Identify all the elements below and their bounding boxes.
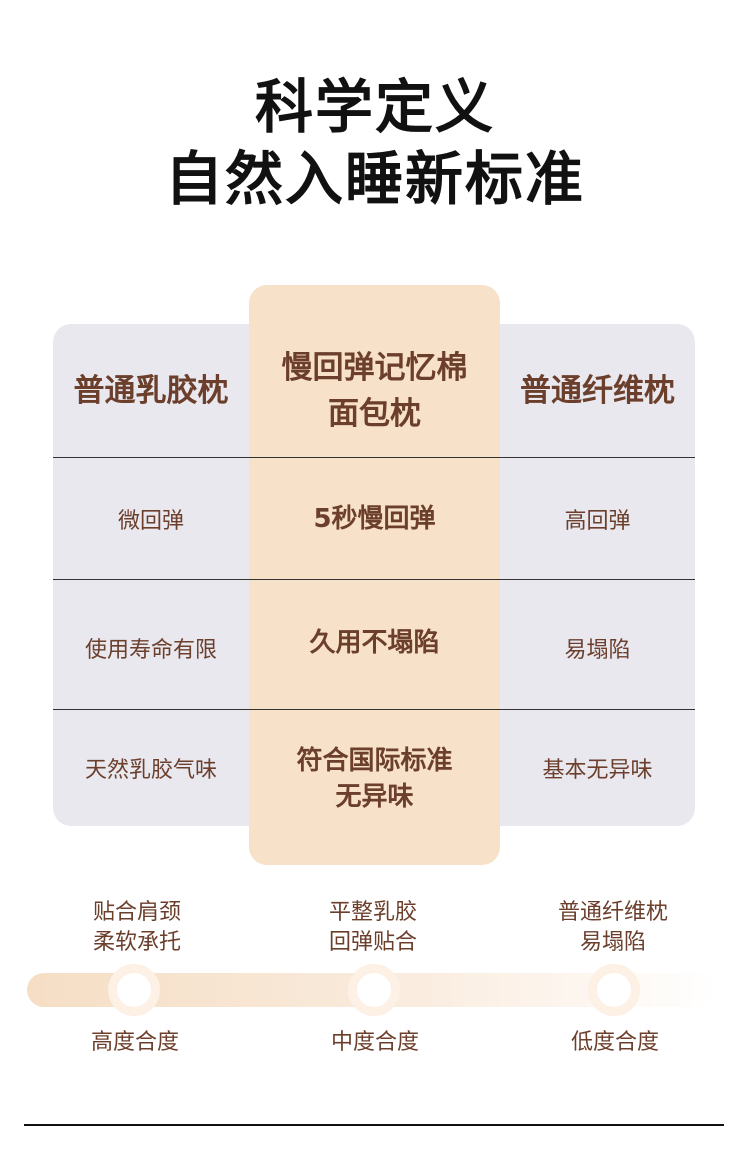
divider: [53, 457, 695, 458]
divider: [53, 709, 695, 710]
scale-top-label: 平整乳胶回弹贴合: [253, 898, 493, 958]
scale-dot: [588, 964, 640, 1016]
scale-dot: [348, 964, 400, 1016]
header-latex-pillow: 普通乳胶枕: [73, 372, 229, 409]
header-fiber-pillow: 普通纤维枕: [520, 372, 675, 409]
label-line: 普通纤维枕: [557, 900, 668, 925]
header-line: 慢回弹记忆棉: [281, 349, 468, 386]
cell-line: 符合国际标准: [296, 746, 453, 776]
divider: [53, 579, 695, 580]
label-line: 平整乳胶: [328, 900, 417, 925]
cell-highlight: 5秒慢回弹: [313, 503, 436, 534]
scale-bottom-label: 中度合度: [330, 1030, 419, 1055]
header-memory-foam-pillow: 慢回弹记忆棉 面包枕: [249, 324, 500, 457]
scale-top-label: 普通纤维枕易塌陷: [493, 898, 733, 958]
cell: 高回弹: [564, 508, 631, 534]
cell: 使用寿命有限: [84, 638, 217, 663]
cell: 基本无异味: [542, 758, 653, 783]
cell: 易塌陷: [564, 638, 631, 663]
label-line: 柔软承托: [92, 930, 181, 955]
label-line: 易塌陷: [579, 930, 646, 955]
label-line: 回弹贴合: [328, 930, 417, 955]
scale-top-label: 贴合肩颈柔软承托: [17, 898, 257, 958]
cell: 微回弹: [117, 508, 184, 534]
header-line: 面包枕: [328, 395, 421, 432]
bottom-rule: [24, 1124, 724, 1126]
scale-dot: [108, 964, 160, 1016]
scale-bottom-label: 高度合度: [90, 1030, 179, 1055]
title-line-2: 自然入睡新标准: [164, 145, 585, 213]
cell: 天然乳胶气味: [84, 758, 217, 783]
scale-bottom-label: 低度合度: [570, 1030, 659, 1055]
label-line: 贴合肩颈: [92, 900, 181, 925]
cell-highlight: 符合国际标准 无异味: [249, 710, 500, 848]
highlight-column: [249, 285, 500, 865]
cell-highlight: 久用不塌陷: [309, 628, 440, 658]
cell-line: 无异味: [335, 782, 414, 812]
title-line-1: 科学定义: [254, 73, 495, 141]
